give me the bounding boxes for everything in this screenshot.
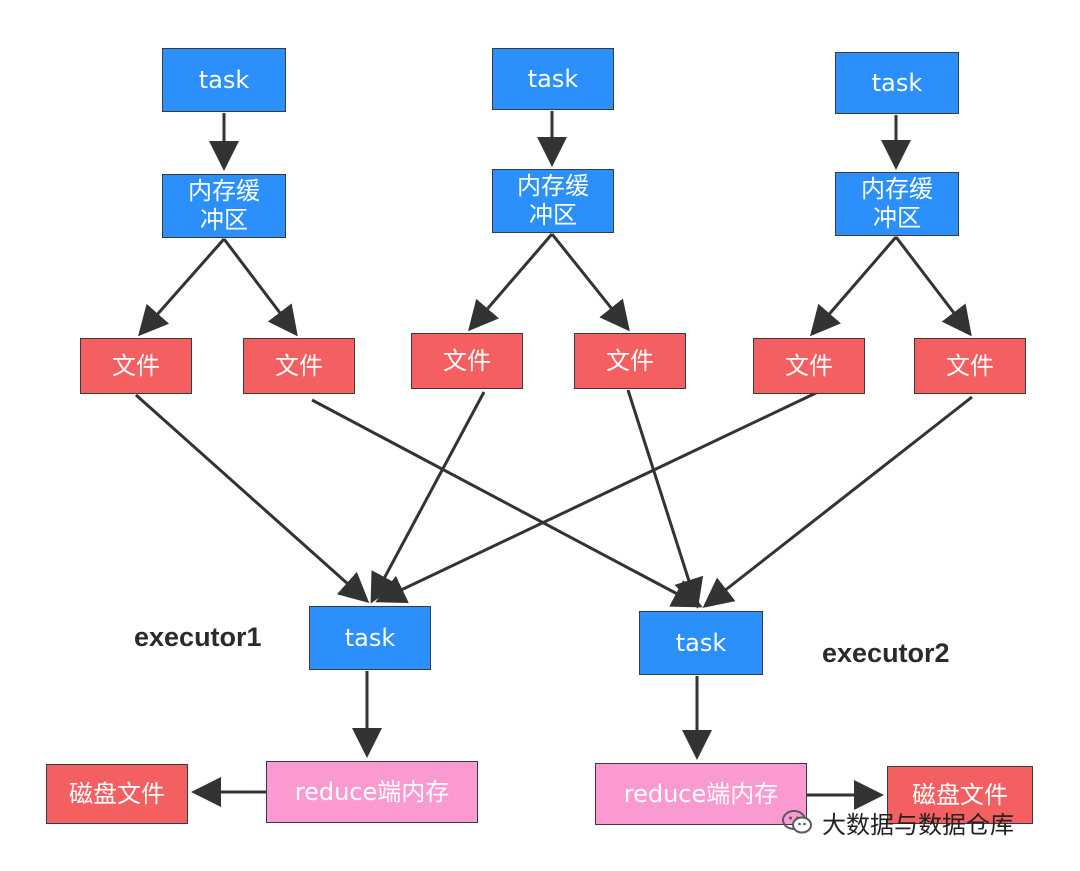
disk-file-1: 磁盘文件 (46, 764, 188, 824)
arrow-file1a-to-reduce1 (135, 393, 370, 603)
arrow-buffer3-to-file3b (894, 236, 972, 337)
memory-buffer-3: 内存缓冲区 (835, 172, 959, 236)
reduce-task-2: task (639, 611, 763, 675)
file-3b: 文件 (914, 338, 1026, 394)
wechat-icon (780, 805, 814, 839)
map-task-2: task (492, 48, 614, 110)
map-task-3: task (835, 52, 959, 114)
map-task-1: task (162, 48, 286, 112)
arrow-buffer1-to-file1b (222, 238, 298, 337)
reduce-memory-1: reduce端内存 (266, 761, 478, 823)
arrow-file1b-to-reduce2 (311, 398, 703, 608)
file-2a: 文件 (411, 333, 523, 389)
disk-file-2: 磁盘文件 (887, 766, 1033, 824)
watermark: 大数据与数据仓库 (780, 802, 1014, 842)
arrow-file3a-to-reduce1 (375, 390, 819, 603)
arrow-buffer3-to-file3a (810, 236, 898, 337)
arrow-buffer1-to-file1a (138, 238, 226, 337)
file-3a: 文件 (753, 338, 865, 394)
arrow-file2a-to-reduce1 (370, 391, 486, 604)
memory-buffer-2: 内存缓冲区 (492, 169, 614, 233)
file-1b: 文件 (243, 338, 355, 394)
file-2b: 文件 (574, 333, 686, 389)
arrow-buffer2-to-file2a (468, 233, 554, 332)
arrow-buffer2-to-file2b (550, 233, 630, 332)
reduce-task-1: task (309, 606, 431, 670)
arrow-file3b-to-reduce2 (702, 395, 973, 608)
watermark-text: 大数据与数据仓库 (822, 810, 1014, 839)
executor2-label: executor2 (822, 638, 950, 668)
file-1a: 文件 (80, 338, 192, 394)
reduce-memory-2: reduce端内存 (595, 763, 807, 825)
memory-buffer-1: 内存缓冲区 (162, 174, 286, 238)
arrow-file2b-to-reduce2 (626, 389, 704, 609)
executor1-label: executor1 (134, 622, 262, 652)
